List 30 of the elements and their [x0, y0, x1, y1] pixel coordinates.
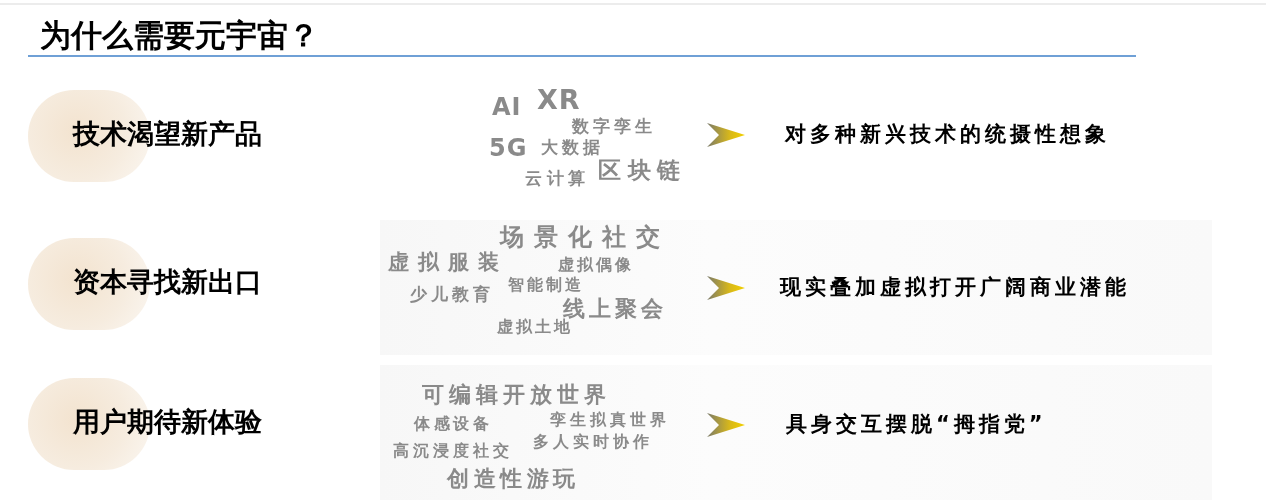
keyword: 虚拟土地	[497, 319, 573, 335]
row-heading: 资本寻找新出口	[73, 268, 262, 295]
page-title: 为什么需要元宇宙？	[40, 20, 319, 51]
keyword: 孪生拟真世界	[550, 412, 670, 428]
keyword: 大数据	[541, 139, 604, 156]
keyword: 虚拟偶像	[558, 257, 634, 273]
conclusion-text: 现实叠加虚拟打开广阔商业潜能	[780, 274, 1130, 302]
keyword: 少儿教育	[410, 286, 494, 303]
keyword: 云计算	[525, 170, 590, 187]
keyword: 数字孪生	[572, 118, 656, 135]
conclusion-text: 具身交互摆脱“拇指党”	[786, 411, 1047, 439]
keyword: 线上聚会	[563, 298, 667, 320]
keyword: 智能制造	[508, 277, 584, 293]
keyword: 5G	[489, 136, 528, 160]
keyword: 虚拟服装	[388, 252, 508, 273]
row-heading: 用户期待新体验	[73, 408, 262, 435]
row-heading: 技术渴望新产品	[73, 120, 262, 147]
keyword: 创造性游玩	[447, 468, 580, 490]
keyword: 场景化社交	[500, 225, 670, 249]
keyword: AI	[492, 95, 522, 119]
keyword: 多人实时协作	[533, 434, 653, 450]
chevron-arrow	[707, 413, 745, 437]
keyword: XR	[537, 86, 581, 113]
keyword: 可编辑开放世界	[422, 384, 611, 406]
keyword: 区块链	[598, 159, 687, 182]
chevron-arrow	[707, 276, 745, 300]
keyword: 体感设备	[414, 416, 492, 432]
chevron-arrow	[707, 123, 745, 147]
keyword: 高沉浸度社交	[393, 443, 513, 459]
conclusion-text: 对多种新兴技术的统摄性想象	[785, 121, 1110, 149]
